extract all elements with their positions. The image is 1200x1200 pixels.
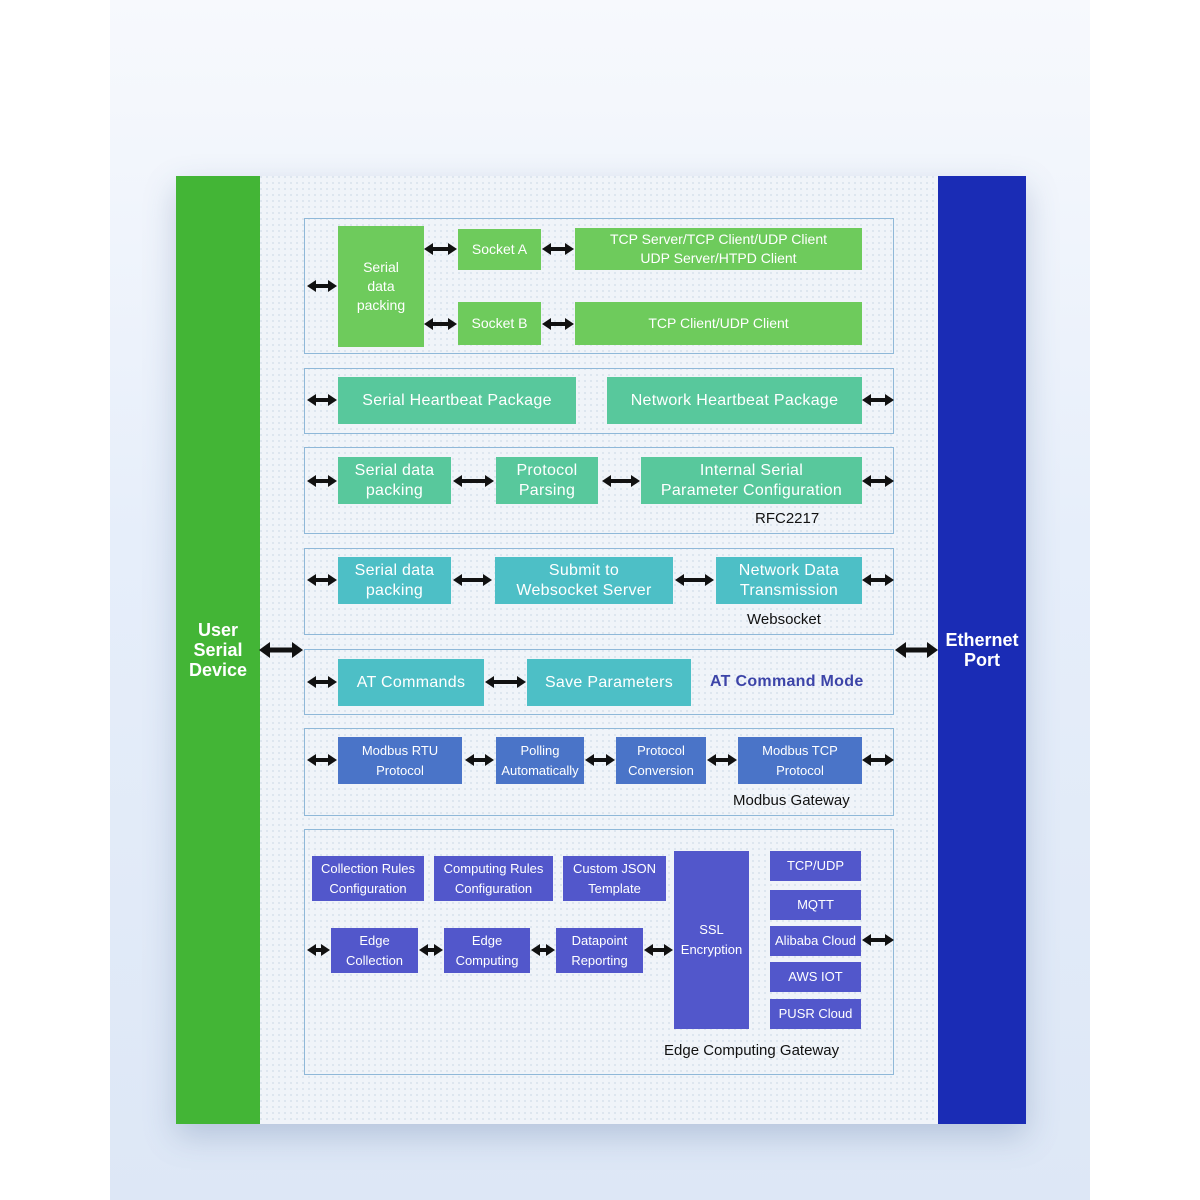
socket-b-box: Socket B (458, 302, 541, 345)
serial-data-packing-box: Serial data packing (338, 226, 424, 347)
protocol-aws-iot-box: AWS IOT (770, 962, 861, 992)
rfc-serial-packing-box: Serial data packing (338, 457, 451, 504)
modbus-gateway-caption: Modbus Gateway (733, 792, 850, 809)
socket-b-modes-box: TCP Client/UDP Client (575, 302, 862, 345)
protocol-conversion-box: Protocol Conversion (616, 737, 706, 784)
protocol-mqtt-box: MQTT (770, 890, 861, 920)
datapoint-reporting-box: Datapoint Reporting (556, 928, 643, 973)
network-data-transmission-box: Network Data Transmission (716, 557, 862, 604)
protocol-parsing-box: Protocol Parsing (496, 457, 598, 504)
websocket-section (304, 548, 894, 635)
modbus-tcp-box: Modbus TCP Protocol (738, 737, 862, 784)
protocol-pusr-cloud-box: PUSR Cloud (770, 999, 861, 1029)
ws-serial-packing-box: Serial data packing (338, 557, 451, 604)
edge-computing-box: Edge Computing (444, 928, 530, 973)
ethernet-port-bar: Ethernet Port (938, 176, 1026, 1124)
at-commands-box: AT Commands (338, 659, 484, 706)
edge-section (304, 829, 894, 1075)
serial-heartbeat-box: Serial Heartbeat Package (338, 377, 576, 424)
edge-collection-box: Edge Collection (331, 928, 418, 973)
socket-a-box: Socket A (458, 229, 541, 270)
at-command-section (304, 649, 894, 715)
socket-a-modes-box: TCP Server/TCP Client/UDP Client UDP Ser… (575, 228, 862, 270)
at-command-mode-caption: AT Command Mode (710, 673, 864, 690)
rfc2217-section (304, 447, 894, 534)
edge-gateway-caption: Edge Computing Gateway (664, 1042, 840, 1059)
json-template-box: Custom JSON Template (563, 856, 666, 901)
submit-websocket-box: Submit to Websocket Server (495, 557, 673, 604)
protocol-alibaba-cloud-box: Alibaba Cloud (770, 926, 861, 956)
internal-serial-config-box: Internal Serial Parameter Configuration (641, 457, 862, 504)
polling-box: Polling Automatically (496, 737, 584, 784)
save-parameters-box: Save Parameters (527, 659, 691, 706)
protocol-tcp-udp-box: TCP/UDP (770, 851, 861, 881)
computing-rules-box: Computing Rules Configuration (434, 856, 553, 901)
socket-section (304, 218, 894, 354)
websocket-caption: Websocket (747, 611, 821, 628)
modbus-rtu-box: Modbus RTU Protocol (338, 737, 462, 784)
rfc2217-caption: RFC2217 (755, 510, 820, 527)
modbus-section (304, 728, 894, 816)
user-serial-device-bar: User Serial Device (176, 176, 260, 1124)
network-heartbeat-box: Network Heartbeat Package (607, 377, 862, 424)
collection-rules-box: Collection Rules Configuration (312, 856, 424, 901)
ssl-encryption-box: SSL Encryption (674, 851, 749, 1029)
